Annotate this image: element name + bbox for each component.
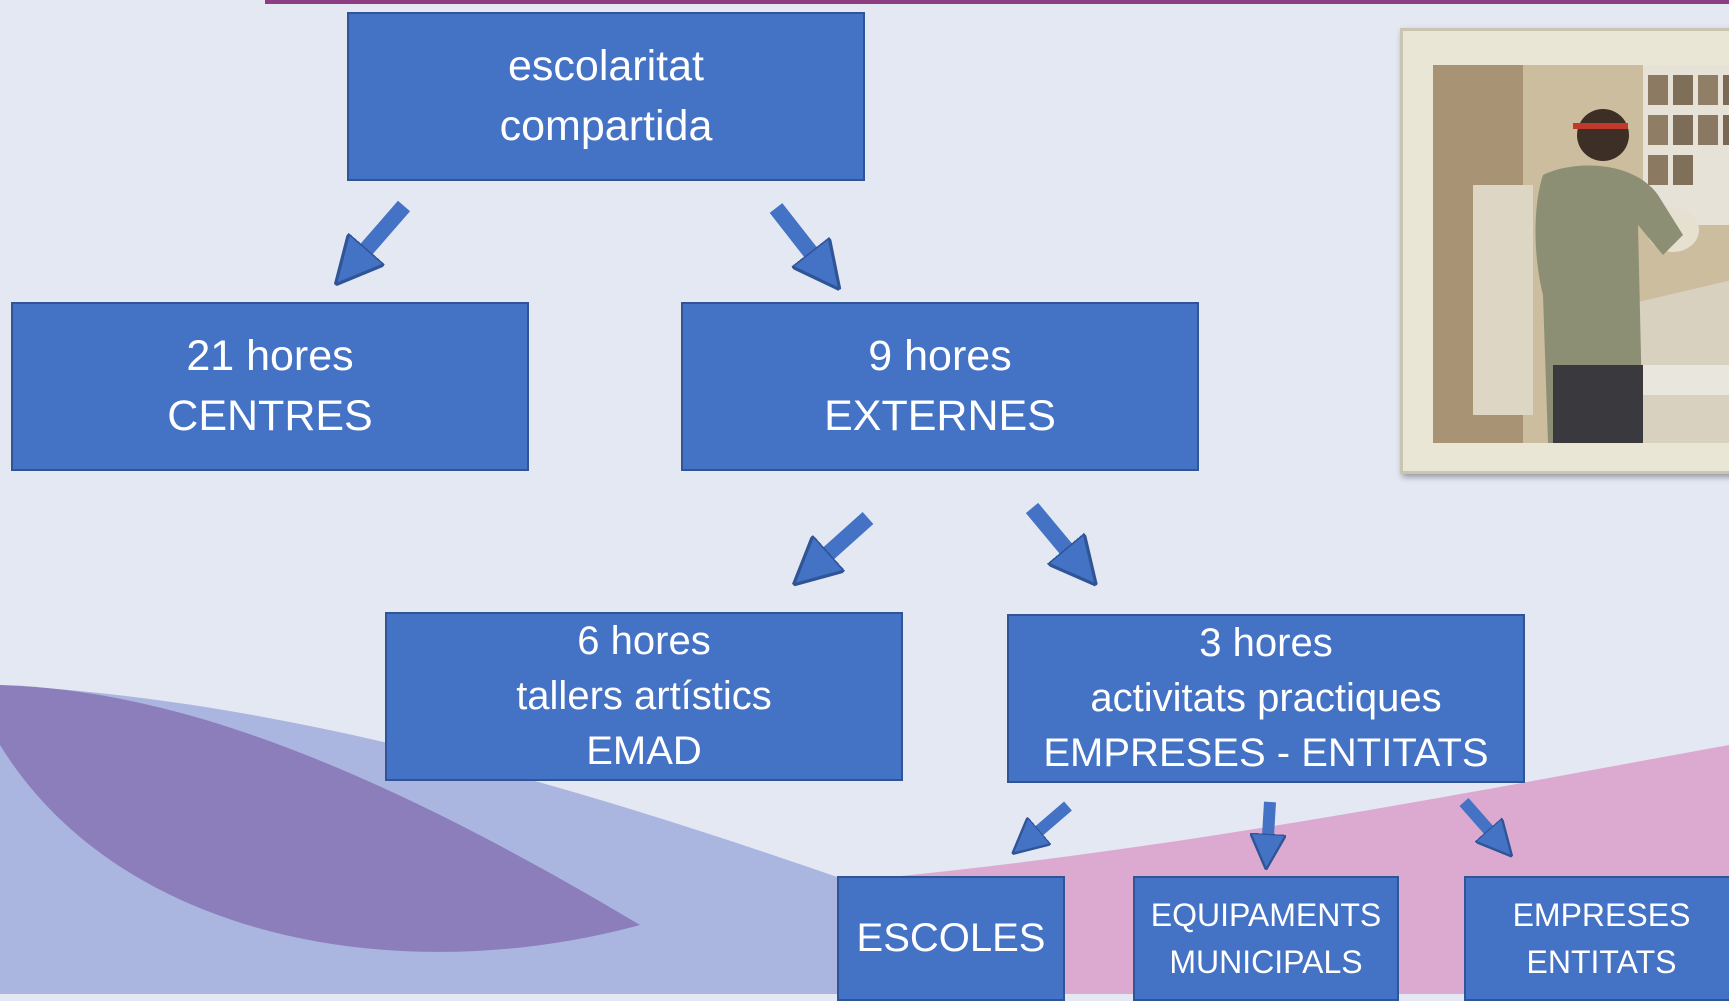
node-tallers-artistics: 6 hores tallers artístics EMAD (385, 612, 903, 781)
node-line: MUNICIPALS (1169, 943, 1363, 980)
node-line: escolaritat (508, 42, 704, 91)
node-centres: 21 hores CENTRES (11, 302, 529, 471)
node-line: ENTITATS (1526, 943, 1677, 980)
node-line: 21 hores (186, 332, 354, 381)
workshop-photo (1433, 65, 1729, 443)
node-line: EMPRESES - ENTITATS (1043, 731, 1489, 776)
node-externes: 9 hores EXTERNES (681, 302, 1199, 471)
node-line: EXTERNES (824, 391, 1056, 440)
node-line: 6 hores (577, 618, 711, 663)
node-line: EMPRESES (1512, 897, 1691, 934)
node-line: ESCOLES (856, 915, 1046, 960)
node-line: CENTRES (167, 391, 373, 440)
node-escoles: ESCOLES (837, 876, 1065, 1001)
node-line: 3 hores (1199, 620, 1333, 665)
node-escolaritat-compartida: escolaritat compartida (347, 12, 865, 181)
arrow-externes-to-activitats (1025, 502, 1082, 568)
workshop-photo-frame (1400, 28, 1729, 474)
node-line: 9 hores (868, 332, 1012, 381)
node-line: EMAD (586, 729, 702, 774)
arrow-root-to-centres (350, 200, 411, 268)
arrow-externes-to-tallers (810, 512, 874, 570)
top-accent-line (265, 0, 1729, 4)
arrow-activitats-to-empreses (1459, 798, 1501, 844)
arrow-activitats-to-escoles (1025, 801, 1072, 843)
arrow-root-to-externes (769, 203, 826, 272)
wave-purple (0, 685, 640, 952)
node-equipaments-municipals: EQUIPAMENTS MUNICIPALS (1133, 876, 1399, 1001)
node-line: compartida (499, 101, 713, 150)
node-line: tallers artístics (516, 673, 772, 718)
node-empreses-entitats: EMPRESES ENTITATS (1464, 876, 1729, 1001)
node-line: EQUIPAMENTS (1150, 897, 1382, 934)
workshop-scene-icon (1433, 65, 1729, 443)
node-line: activitats practiques (1090, 675, 1442, 720)
arrow-activitats-to-equipaments (1267, 801, 1270, 853)
node-activitats-practiques: 3 hores activitats practiques EMPRESES -… (1007, 614, 1525, 783)
